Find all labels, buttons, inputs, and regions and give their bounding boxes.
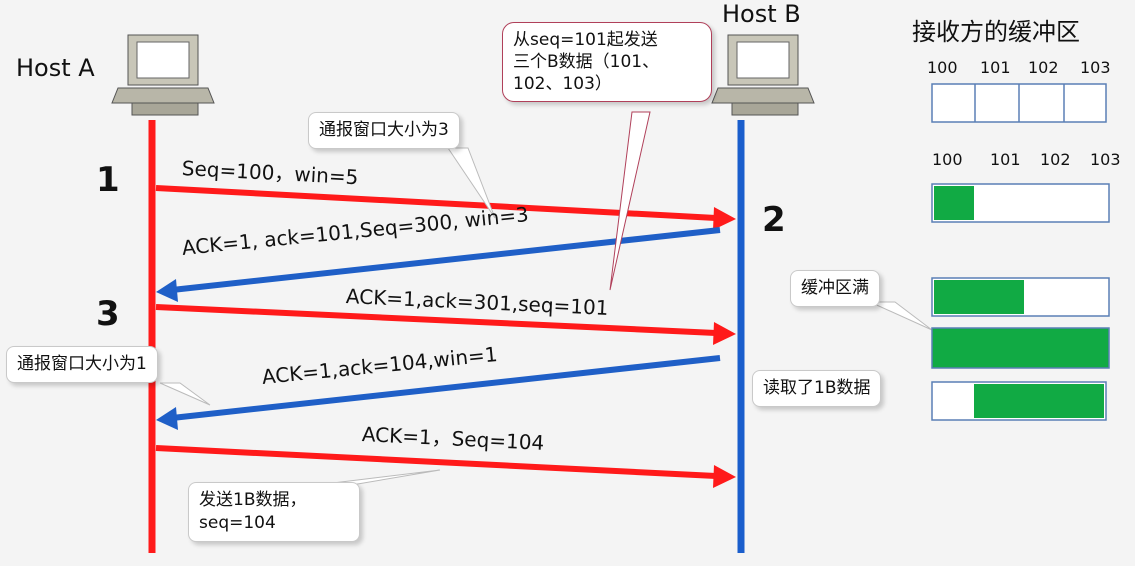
step-number-2: 2 bbox=[762, 200, 786, 240]
arrow-msg-2 bbox=[156, 227, 721, 302]
computer-icon-host-b bbox=[711, 34, 815, 116]
arrow-msg-4 bbox=[156, 355, 721, 430]
buffer-row-empty bbox=[931, 83, 1107, 123]
buffer-title: 接收方的缓冲区 bbox=[912, 18, 1080, 46]
host-a-label: Host A bbox=[16, 54, 95, 82]
callout-window-size-3: 通报窗口大小为3 bbox=[308, 112, 460, 149]
buffer-label-102-b: 102 bbox=[1040, 150, 1071, 169]
buffer-row-one-freed bbox=[931, 381, 1107, 421]
callout-send-three-line-1: 从seq=101起发送 bbox=[513, 30, 658, 50]
callout-send-three-line-3: 102、103） bbox=[513, 74, 612, 94]
callout-send-three-bytes: 从seq=101起发送 三个B数据（101、 102、103） bbox=[502, 22, 712, 102]
buffer-label-101-a: 101 bbox=[980, 58, 1011, 77]
callout-pointer-window1 bbox=[159, 382, 211, 406]
arrow-msg-3 bbox=[155, 304, 736, 345]
buffer-label-102-a: 102 bbox=[1028, 58, 1059, 77]
callout-send-one-line-2: seq=104 bbox=[199, 513, 276, 533]
callout-send-three-line-2: 三个B数据（101、 bbox=[513, 52, 660, 72]
buffer-label-101-b: 101 bbox=[990, 150, 1021, 169]
callout-pointer-window3 bbox=[447, 147, 496, 219]
buffer-row-one-filled bbox=[931, 183, 1110, 223]
arrow-msg-5 bbox=[155, 445, 736, 488]
callout-pointer-send3 bbox=[609, 111, 651, 291]
buffer-row-two-filled bbox=[931, 277, 1110, 317]
callout-buffer-full: 缓冲区满 bbox=[790, 270, 880, 307]
callout-send-one-byte: 发送1B数据， seq=104 bbox=[188, 482, 360, 542]
callout-pointer-full bbox=[869, 301, 933, 331]
buffer-label-103-a: 103 bbox=[1080, 58, 1111, 77]
buffer-label-100-a: 100 bbox=[927, 58, 958, 77]
buffer-row-full bbox=[931, 327, 1110, 369]
callout-send-one-line-1: 发送1B数据， bbox=[199, 490, 307, 510]
callout-read-one-byte: 读取了1B数据 bbox=[752, 370, 882, 407]
step-number-3: 3 bbox=[96, 294, 120, 334]
computer-icon-host-a bbox=[111, 34, 215, 116]
buffer-label-100-b: 100 bbox=[932, 150, 963, 169]
buffer-label-103-b: 103 bbox=[1090, 150, 1121, 169]
step-number-1: 1 bbox=[96, 160, 120, 200]
callout-window-size-1: 通报窗口大小为1 bbox=[6, 346, 158, 383]
host-b-label: Host B bbox=[722, 0, 801, 28]
